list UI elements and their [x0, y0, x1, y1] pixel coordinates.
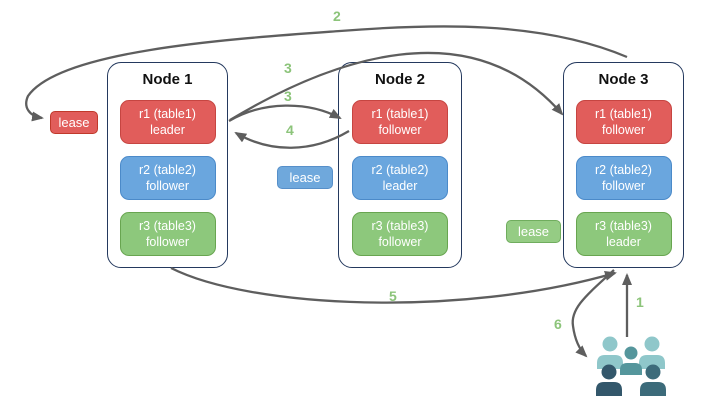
user-dark-left: [596, 364, 622, 396]
node-1-title: Node 1: [142, 71, 193, 88]
node-1-replica-r3: r3 (table3) follower: [119, 212, 216, 256]
node-1-replica-r1: r1 (table1) leader: [119, 100, 216, 144]
replica-role: leader: [382, 179, 418, 193]
replica-role: follower: [601, 179, 646, 193]
replica-role: follower: [145, 235, 190, 249]
step-label-2: 2: [333, 8, 341, 24]
arrow-step3-node1-to-node2: [228, 104, 342, 122]
user-mid-center: [620, 346, 642, 375]
node-3-replica-r3: r3 (table3) leader: [575, 212, 672, 256]
user-light-right: [639, 336, 665, 369]
replica-label: r1 (table1): [139, 106, 196, 121]
node-3: Node 3 r1 (table1) follower r2 (table2) …: [563, 62, 684, 268]
node-2-replica-r1: r1 (table1) follower: [352, 100, 448, 144]
replica-label: r2 (table2): [139, 162, 196, 177]
replica-label: r3 (table3): [595, 218, 652, 233]
replica-label: r1 (table1): [371, 106, 429, 121]
node-1: Node 1 r1 (table1) leader r2 (table2) fo…: [107, 62, 228, 268]
step-label-4: 4: [286, 122, 294, 138]
replica-label: r2 (table2): [595, 162, 652, 177]
node-1-replica-r2: r2 (table2) follower: [119, 156, 216, 200]
replica-role: follower: [378, 123, 422, 137]
node-2-replica-r3: r3 (table3) follower: [352, 212, 448, 256]
user-light-left: [597, 336, 623, 369]
lease-badge-red: lease: [50, 111, 98, 134]
replica-label: r1 (table1): [595, 106, 652, 121]
replica-role: follower: [601, 123, 646, 137]
replica-label: r3 (table3): [371, 218, 429, 233]
replica-role: follower: [378, 235, 422, 249]
replica-role: leader: [606, 235, 641, 249]
lease-badge-green: lease: [506, 220, 561, 243]
step-label-3a: 3: [284, 60, 292, 76]
users-icon: [596, 336, 666, 396]
node-2-title: Node 2: [374, 71, 425, 88]
node-3-title: Node 3: [598, 71, 649, 88]
lease-badge-blue: lease: [277, 166, 333, 189]
node-3-replica-r1: r1 (table1) follower: [575, 100, 672, 144]
node-3-replica-r2: r2 (table2) follower: [575, 156, 672, 200]
step-label-6: 6: [554, 316, 562, 332]
node-2-replica-r2: r2 (table2) leader: [352, 156, 448, 200]
step-label-3b: 3: [284, 88, 292, 104]
node-2: Node 2 r1 (table1) follower r2 (table2) …: [338, 62, 462, 268]
replica-role: follower: [145, 179, 190, 193]
user-dark-right: [640, 364, 666, 396]
replica-role: leader: [150, 123, 185, 137]
replica-label: r2 (table2): [371, 162, 429, 177]
step-label-1: 1: [636, 294, 644, 310]
replica-label: r3 (table3): [139, 218, 196, 233]
step-label-5: 5: [389, 288, 397, 304]
